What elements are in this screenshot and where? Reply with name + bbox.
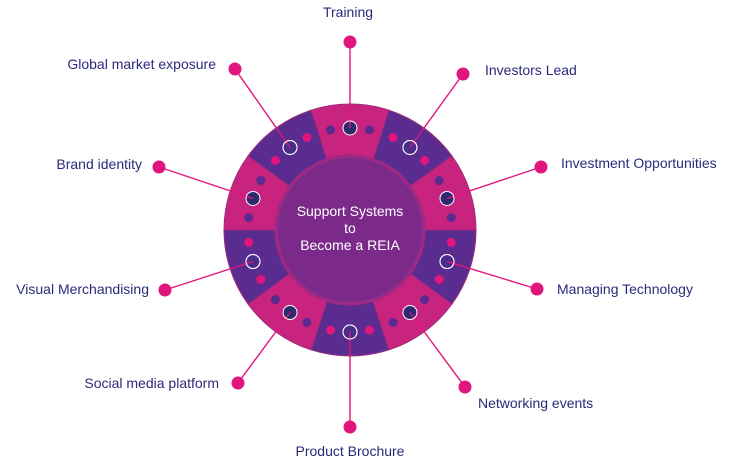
label-investors-lead: Investors Lead — [485, 62, 577, 78]
ring-dot-small — [434, 176, 444, 186]
label-brand-identity: Brand identity — [56, 156, 142, 172]
center-circle — [278, 158, 422, 302]
ring-dot-small — [270, 295, 280, 305]
ring-dot-small — [364, 125, 374, 135]
label-global-market-exposure: Global market exposure — [67, 56, 216, 72]
connector-origin-ring — [342, 324, 358, 340]
connector-line — [158, 166, 254, 200]
ring-dot-small — [326, 325, 336, 335]
endpoint-dot — [158, 283, 172, 297]
connector-origin-ring — [245, 254, 261, 270]
ring-dot-large — [245, 191, 260, 206]
ring-dot-small — [256, 274, 266, 284]
ring-dot-small — [434, 274, 444, 284]
label-social-media-platform: Social media platform — [84, 375, 219, 391]
ring-dot-small — [446, 237, 456, 247]
connector-origin-ring — [342, 120, 358, 136]
connector-line — [409, 312, 466, 388]
ring-dot-small — [388, 133, 398, 143]
center-title-line2: to — [344, 220, 356, 236]
connector-origin-ring — [282, 305, 298, 321]
ring-dot-small — [270, 155, 280, 165]
connector-origin-ring — [439, 190, 455, 206]
ring-dot-small — [256, 176, 266, 186]
connector-origin-ring — [402, 139, 418, 155]
connector-line — [409, 73, 464, 148]
ring-dot-small — [244, 237, 254, 247]
connector-line — [446, 166, 542, 200]
center-title-line3: Become a REIA — [300, 237, 400, 253]
connector-origin-ring — [402, 305, 418, 321]
ring-dot-small — [420, 295, 430, 305]
connector-line — [237, 312, 291, 384]
ring-dot-small — [244, 213, 254, 223]
endpoint-dot — [458, 380, 472, 394]
endpoint-dot — [343, 35, 357, 49]
ring-dot-small — [302, 133, 312, 143]
endpoint-dot — [228, 62, 242, 76]
connector-line — [446, 260, 538, 290]
connector-line — [164, 260, 254, 291]
label-product-brochure: Product Brochure — [296, 443, 405, 459]
endpoint-dot — [152, 160, 166, 174]
connector-origin-ring — [282, 139, 298, 155]
label-training: Training — [323, 4, 373, 20]
endpoint-dot — [343, 420, 357, 434]
connector-origin-ring — [245, 190, 261, 206]
connector-line — [234, 68, 291, 148]
ring-dot-small — [420, 155, 430, 165]
connectors — [152, 35, 548, 434]
endpoint-dot — [530, 282, 544, 296]
ring-dot-small — [364, 325, 374, 335]
label-visual-merchandising: Visual Merchandising — [16, 281, 149, 297]
ring-dot-small — [302, 317, 312, 327]
center-title-line1: Support Systems — [297, 203, 404, 219]
endpoint-dot — [456, 67, 470, 81]
ring-dot-small — [326, 125, 336, 135]
ring-dot-small — [388, 317, 398, 327]
label-managing-technology: Managing Technology — [557, 281, 693, 297]
label-investment-opportunities: Investment Opportunities — [561, 155, 717, 171]
endpoint-dot — [231, 376, 245, 390]
connector-origin-ring — [439, 254, 455, 270]
label-networking-events: Networking events — [478, 395, 593, 411]
endpoint-dot — [534, 160, 548, 174]
ring-dot-small — [446, 213, 456, 223]
